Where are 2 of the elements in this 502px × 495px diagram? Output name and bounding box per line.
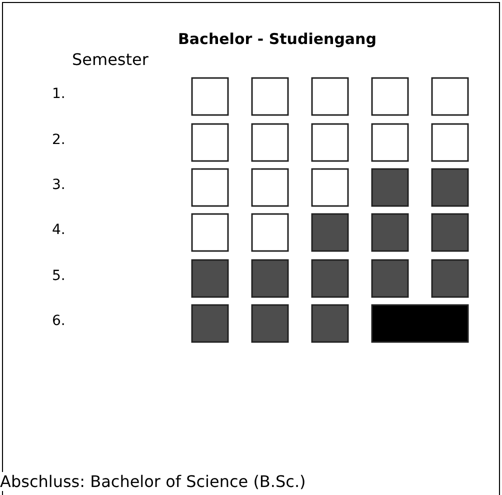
- title: Bachelor - Studiengang: [178, 30, 376, 48]
- footer-note: Abschluss: Bachelor of Science (B.Sc.): [0, 472, 306, 491]
